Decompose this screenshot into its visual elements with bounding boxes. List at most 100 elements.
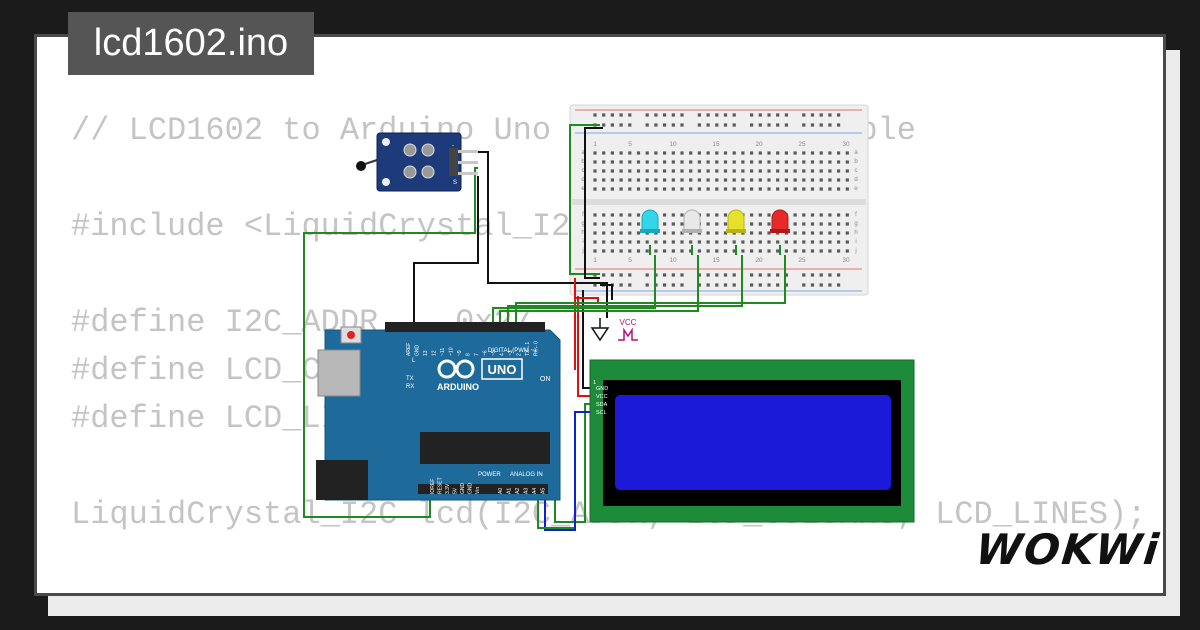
sensor-pin-label: -: [452, 143, 454, 149]
breadboard-hole: [837, 222, 841, 226]
arduino-uno[interactable]: UNO ARDUINO ON DIGITAL (PWM ~) L TX RX P…: [316, 322, 561, 501]
breadboard-hole: [654, 178, 658, 182]
row-label: f: [855, 212, 857, 218]
arduino-top-pin-label: 4: [500, 353, 506, 356]
breadboard-hole: [654, 169, 658, 173]
row-label: g: [854, 221, 857, 227]
breadboard-hole: [750, 113, 754, 117]
arduino-model: UNO: [488, 362, 517, 377]
breadboard-hole: [706, 178, 710, 182]
breadboard-hole: [680, 249, 684, 253]
breadboard-hole: [802, 231, 806, 235]
analog-label: ANALOG IN: [510, 472, 543, 478]
breadboard-hole: [776, 187, 780, 191]
led-white[interactable]: [682, 209, 702, 233]
led-yellow[interactable]: [726, 209, 746, 233]
breadboard-hole: [697, 283, 701, 287]
breadboard-hole: [837, 123, 841, 127]
breadboard-hole: [810, 249, 815, 253]
breadboard[interactable]: 1 5 10 15 20 25 30 1 5 10 15 20 25 30 a …: [569, 104, 869, 296]
breadboard-hole: [593, 169, 597, 173]
breadboard-hole: [680, 169, 684, 173]
breadboard-hole: [663, 249, 667, 253]
breadboard-hole: [680, 113, 684, 117]
breadboard-hole: [628, 283, 632, 287]
breadboard-hole: [741, 169, 745, 173]
breadboard-hole: [784, 178, 788, 182]
breadboard-hole: [758, 160, 762, 164]
breadboard-hole: [741, 249, 745, 253]
breadboard-hole: [828, 123, 832, 127]
breadboard-hole: [767, 240, 771, 244]
breadboard-hole: [767, 249, 771, 253]
breadboard-hole: [767, 123, 771, 127]
breadboard-hole: [819, 213, 823, 217]
breadboard-hole: [706, 151, 710, 155]
breadboard-hole: [837, 160, 841, 164]
row-label: c: [582, 168, 585, 174]
breadboard-hole: [645, 187, 649, 191]
wire-green-led3: [507, 255, 743, 325]
breadboard-hole: [636, 151, 641, 155]
vcc-label: VCC: [620, 318, 637, 327]
breadboard-hole: [619, 231, 623, 235]
wires: [303, 124, 786, 531]
breadboard-hole: [706, 231, 710, 235]
breadboard-hole: [645, 240, 649, 244]
breadboard-hole: [706, 240, 710, 244]
breadboard-hole: [671, 151, 675, 155]
breadboard-hole: [602, 273, 606, 277]
arduino-analog-pin-label: A0: [498, 488, 504, 494]
lcd-pin-sda: SDA: [596, 402, 608, 408]
breadboard-hole: [610, 240, 614, 244]
breadboard-hole: [610, 151, 614, 155]
breadboard-hole: [845, 213, 849, 217]
breadboard-hole: [689, 160, 693, 164]
breadboard-hole: [828, 240, 832, 244]
col-label: 10: [669, 257, 677, 264]
breadboard-hole: [671, 231, 675, 235]
breadboard-hole: [636, 169, 641, 173]
breadboard-hole: [732, 273, 736, 277]
breadboard-hole: [784, 273, 788, 277]
breadboard-hole: [750, 160, 754, 164]
breadboard-hole: [732, 151, 736, 155]
breadboard-hole: [837, 283, 841, 287]
breadboard-hole: [706, 222, 710, 226]
breadboard-hole: [602, 213, 606, 217]
lcd1602-display[interactable]: 1 GND VCC SDA SCL: [589, 359, 915, 523]
breadboard-hole: [671, 160, 675, 164]
project-title-badge[interactable]: lcd1602.ino: [68, 12, 314, 75]
breadboard-hole: [689, 240, 693, 244]
breadboard-hole: [845, 151, 849, 155]
breadboard-hole: [758, 222, 762, 226]
led-red[interactable]: [770, 209, 790, 233]
col-label: 15: [712, 257, 720, 264]
breadboard-hole: [654, 160, 658, 164]
breadboard-hole: [767, 113, 771, 117]
leds[interactable]: [640, 209, 790, 233]
lcd-screen: [615, 395, 891, 490]
breadboard-hole: [828, 178, 832, 182]
temperature-sensor-module[interactable]: - + S: [356, 132, 478, 192]
col-label: 20: [755, 141, 763, 148]
breadboard-hole: [784, 151, 788, 155]
breadboard-hole: [802, 222, 806, 226]
breadboard-hole: [628, 169, 632, 173]
breadboard-hole: [793, 169, 797, 173]
breadboard-hole: [654, 240, 658, 244]
breadboard-hole: [784, 283, 788, 287]
breadboard-hole: [732, 187, 736, 191]
breadboard-hole: [715, 178, 719, 182]
breadboard-hole: [837, 231, 841, 235]
breadboard-hole: [645, 249, 649, 253]
led-cyan[interactable]: [640, 209, 660, 233]
arduino-logo-text: ARDUINO: [437, 382, 479, 392]
breadboard-hole: [845, 222, 849, 226]
breadboard-hole: [645, 169, 649, 173]
breadboard-hole: [610, 113, 614, 117]
arduino-top-pin-label: ~11: [440, 348, 446, 356]
breadboard-hole: [645, 113, 649, 117]
breadboard-hole: [680, 178, 684, 182]
breadboard-hole: [802, 123, 806, 127]
